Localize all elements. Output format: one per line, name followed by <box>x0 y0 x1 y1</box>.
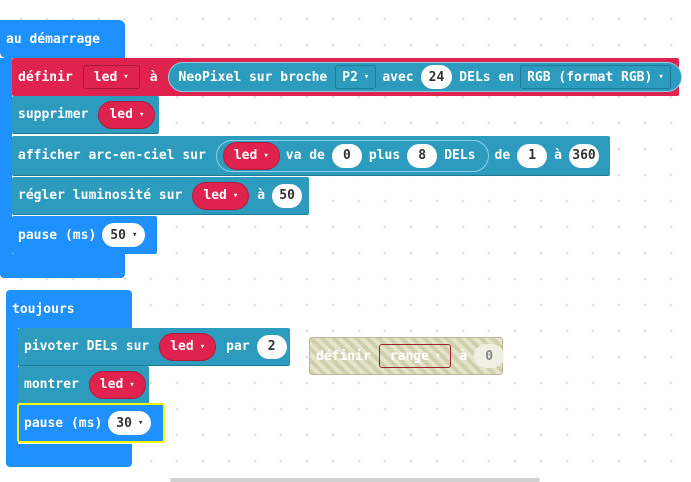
range-from-label: va de <box>285 148 325 163</box>
set-brightness-block[interactable]: régler luminosité sur led ▾ à 50 <box>12 177 309 215</box>
chevron-down-icon: ▾ <box>199 341 206 352</box>
chevron-down-icon: ▾ <box>131 230 138 240</box>
forever-block[interactable]: toujours <box>6 290 132 328</box>
show-rainbow-block[interactable]: afficher arc-en-ciel sur led ▾ va de 0 p… <box>12 136 610 176</box>
brightness-value-input[interactable]: 50 <box>272 183 303 208</box>
rainbow-label: afficher arc-en-ciel sur <box>18 148 206 163</box>
disabled-to-label: à <box>459 348 468 364</box>
with-label: avec <box>382 69 414 85</box>
disabled-define-label: définir <box>316 348 371 364</box>
hue-to-label: à <box>554 148 562 163</box>
show-block[interactable]: montrer led ▾ <box>18 366 149 404</box>
pause-block-selected[interactable]: pause (ms) 30 ▾ <box>17 403 165 443</box>
range-block[interactable]: led ▾ va de 0 plus 8 DELs <box>215 139 489 172</box>
pause-block[interactable]: pause (ms) 50 ▾ <box>12 216 157 254</box>
chevron-down-icon: ▾ <box>658 72 664 82</box>
define-neopixel-block[interactable]: définir led ▾ à NeoPixel sur broche P2 ▾… <box>12 58 682 96</box>
led-count-input[interactable]: 24 <box>420 65 453 89</box>
variable-led-dropdown[interactable]: led ▾ <box>98 100 156 129</box>
pin-dropdown[interactable]: P2 ▾ <box>335 65 377 89</box>
range-leds-label: DELs <box>444 148 476 163</box>
pause-value-dropdown[interactable]: 50 ▾ <box>102 223 146 247</box>
chevron-down-icon: ▾ <box>263 150 269 161</box>
range-length-input[interactable]: 8 <box>407 143 438 168</box>
variable-led-dropdown[interactable]: led ▾ <box>159 332 217 361</box>
variable-led-dropdown[interactable]: led ▾ <box>82 65 140 89</box>
chevron-down-icon: ▾ <box>138 109 145 120</box>
chevron-down-icon: ▾ <box>363 72 370 82</box>
hue-end-input[interactable]: 360 <box>569 143 599 168</box>
disabled-value-input[interactable]: 0 <box>474 344 505 368</box>
pause-value-dropdown[interactable]: 30 ▾ <box>108 411 152 435</box>
forever-label: toujours <box>12 301 75 317</box>
hue-of-label: de <box>494 148 511 163</box>
on-start-footer <box>0 254 125 278</box>
hue-start-input[interactable]: 1 <box>517 143 548 168</box>
on-start-body-strip <box>0 58 12 254</box>
variable-led-dropdown[interactable]: led ▾ <box>222 141 280 170</box>
define-to-label: à <box>149 69 158 85</box>
variable-led-dropdown[interactable]: led ▾ <box>192 181 250 210</box>
variable-range-dropdown[interactable]: range ▾ <box>378 344 452 368</box>
chevron-down-icon: ▾ <box>232 190 239 201</box>
mode-dropdown[interactable]: RGB (format RGB) ▾ <box>520 65 671 89</box>
rotate-value-input[interactable]: 2 <box>256 334 287 359</box>
chevron-down-icon: ▾ <box>137 418 144 428</box>
disabled-set-variable-block[interactable]: définir range ▾ à 0 <box>309 337 505 375</box>
chevron-down-icon: ▾ <box>129 379 135 390</box>
rotate-by-label: par <box>226 339 250 354</box>
forever-body-strip <box>6 328 18 444</box>
forever-footer <box>6 444 132 467</box>
variable-led-dropdown[interactable]: led ▾ <box>88 370 146 399</box>
on-start-block[interactable]: au démarrage <box>0 20 125 58</box>
rotate-label: pivoter DELs sur <box>24 339 150 354</box>
clear-label: supprimer <box>18 107 89 122</box>
chevron-down-icon: ▾ <box>123 72 129 82</box>
neopixel-create-block[interactable]: NeoPixel sur broche P2 ▾ avec 24 DELs en… <box>167 62 682 92</box>
clear-block[interactable]: supprimer led ▾ <box>12 96 159 134</box>
pause-label: pause (ms) <box>18 227 97 243</box>
pause-label: pause (ms) <box>24 415 103 431</box>
leds-in-label: DELs en <box>459 69 515 85</box>
range-plus-label: plus <box>368 148 401 163</box>
rotate-leds-block[interactable]: pivoter DELs sur led ▾ par 2 <box>18 328 290 366</box>
chevron-down-icon: ▾ <box>434 351 441 361</box>
range-start-input[interactable]: 0 <box>331 143 362 168</box>
neopixel-label: NeoPixel sur broche <box>178 69 328 85</box>
horizontal-scrollbar[interactable] <box>170 478 540 482</box>
brightness-label: régler luminosité sur <box>18 188 183 203</box>
show-label: montrer <box>24 377 79 392</box>
brightness-to-label: à <box>257 188 266 203</box>
define-label: définir <box>18 69 73 85</box>
on-start-label: au démarrage <box>6 31 100 47</box>
